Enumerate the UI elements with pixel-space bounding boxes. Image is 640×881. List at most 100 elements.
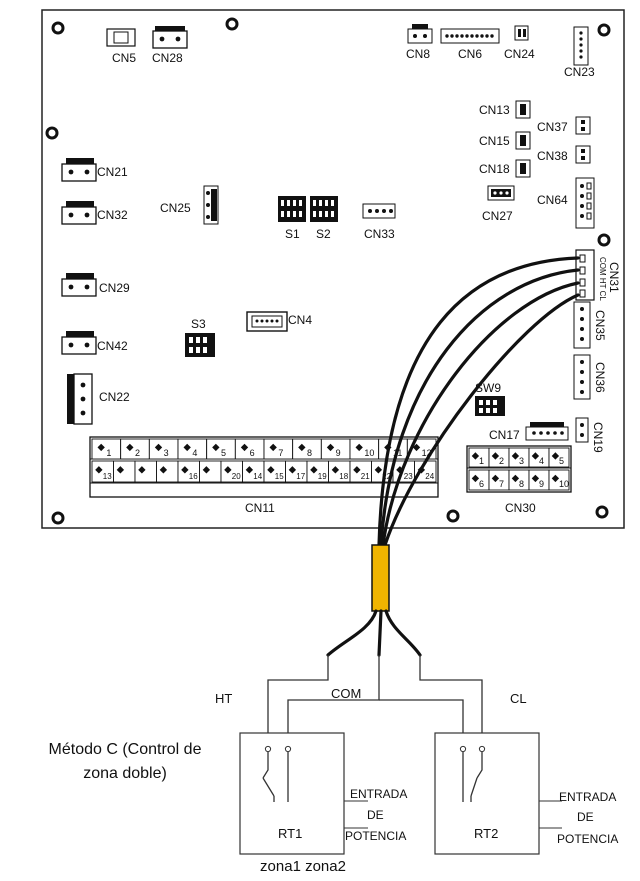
cn30-top-terminal: 2 [488, 447, 510, 468]
cn11-bottom-terminal [156, 460, 179, 483]
cn30-top-terminal: 4 [528, 447, 550, 468]
cn36-label: CN36 [593, 362, 607, 393]
cn28-label: CN28 [152, 51, 183, 65]
cn11-bottom-pin-label: 19 [318, 472, 327, 481]
cn22-label: CN22 [99, 390, 130, 404]
cn30-bottom-terminal: 10 [548, 469, 570, 491]
cn35-label: CN35 [593, 310, 607, 341]
switch-s1: S1 [278, 196, 306, 241]
cn11-top-terminal: 3 [148, 438, 179, 460]
rt1-power-line2: DE [367, 808, 384, 822]
cn11-bottom-pin-label: 20 [232, 472, 241, 481]
cn11-bottom-pin-label: 15 [275, 472, 284, 481]
method-caption-line1: Método C (Control de [48, 741, 202, 758]
thin-wires [267, 655, 483, 748]
zone-caption: zona1 zona2 [260, 858, 346, 875]
connector-cn27: CN27 [482, 185, 515, 223]
s1-label: S1 [285, 227, 300, 241]
cn11-bottom-terminal [134, 460, 157, 483]
connector-cn13: CN13 [479, 100, 531, 119]
connector-cn17: CN17 [489, 422, 569, 442]
cn11-bottom-pin-label: 24 [425, 472, 434, 481]
cn11-bottom-terminal: 16 [177, 460, 200, 483]
connector-cn22: CN22 [67, 373, 130, 425]
mounting-holes [45, 17, 611, 525]
cn11-top-terminal: 9 [320, 438, 351, 460]
switch-sw9: SW9 [475, 381, 505, 416]
s2-label: S2 [316, 227, 331, 241]
connector-cn37: CN37 [537, 116, 591, 135]
cn11-bottom-pin-label: 16 [189, 472, 198, 481]
cn11-top-pin-label: 4 [192, 448, 197, 458]
cn30-top-terminal: 3 [508, 447, 530, 468]
cn11-bottom-terminal: 20 [220, 460, 243, 483]
cn11-bottom-pin-label: 17 [296, 472, 305, 481]
cn11-top-terminal: 1 [91, 438, 122, 460]
cn11-bottom-terminal: 13 [91, 460, 114, 483]
cn11-bottom-terminal [199, 460, 222, 483]
cn30-top-pin-label: 2 [499, 456, 504, 466]
cn38-label: CN38 [537, 149, 568, 163]
cn31-pin-text: COM HT CL [598, 257, 607, 301]
connector-cn4: CN4 [246, 311, 312, 332]
com-label: COM [331, 686, 361, 701]
split-wires [326, 609, 422, 657]
cn30-bottom-terminal: 8 [508, 469, 530, 491]
cn11-bottom-terminal: 21 [349, 460, 372, 483]
cn30-bottom-terminal: 6 [468, 469, 490, 491]
connector-cn33: CN33 [362, 203, 396, 241]
cn11-bottom-terminal [113, 460, 136, 483]
connector-cn29: CN29 [61, 273, 130, 297]
cn30-top-pin-label: 4 [539, 456, 544, 466]
cn30-bottom-pin-label: 9 [539, 479, 544, 489]
cn11-top-pin-label: 10 [364, 448, 374, 458]
cn37-label: CN37 [537, 120, 568, 134]
connector-cn8: CN8 [406, 24, 433, 61]
cn30-label: CN30 [505, 501, 536, 515]
cn30-top-terminal: 5 [548, 447, 570, 468]
connector-cn6: CN6 [440, 28, 500, 61]
connector-cn21: CN21 [61, 158, 128, 182]
cn11-top-pin-label: 2 [135, 448, 140, 458]
connector-cn32: CN32 [61, 201, 128, 225]
cn11-top-pin-label: 1 [106, 448, 111, 458]
connector-cn19: CN19 [575, 417, 605, 453]
cn27-label: CN27 [482, 209, 513, 223]
cn11-bottom-terminal: 14 [242, 460, 265, 483]
connector-cn64: CN64 [537, 177, 595, 229]
cn11-top-pin-label: 6 [250, 448, 255, 458]
cn11-top-terminal: 2 [120, 438, 150, 460]
cn11-label: CN11 [245, 501, 275, 515]
thermostat-rt1: RT1 [239, 732, 368, 855]
cn11-top-terminal: 5 [206, 438, 236, 460]
connector-cn35: CN35 [573, 301, 607, 349]
cn6-label: CN6 [458, 47, 482, 61]
cn11-top-terminal: 4 [177, 438, 208, 460]
cn30-top-pin-label: 1 [479, 456, 484, 466]
cn30-top-pin-label: 5 [559, 456, 564, 466]
cable-wires [377, 256, 580, 547]
cn31-label: CN31 [607, 262, 621, 293]
cn8-label: CN8 [406, 47, 430, 61]
connector-cn24: CN24 [504, 25, 535, 61]
method-caption-line2: zona doble) [83, 765, 167, 782]
cn30-bottom-pin-label: 6 [479, 479, 484, 489]
cn11-top-pin-label: 8 [307, 448, 312, 458]
cn11-top-pin-label: 9 [336, 448, 341, 458]
cn11-bottom-pin-label: 13 [103, 472, 112, 481]
rt1-power-line3: POTENCIA [345, 829, 406, 843]
cn33-label: CN33 [364, 227, 395, 241]
s3-label: S3 [191, 317, 206, 331]
cn11-bottom-terminal: 15 [263, 460, 286, 483]
cable-sleeve [371, 544, 390, 612]
cn11-top-terminal: 8 [292, 438, 322, 460]
cl-label: CL [510, 691, 527, 706]
cn25-label: CN25 [160, 201, 191, 215]
cn11-bottom-terminal: 19 [306, 460, 329, 483]
cn11-top-terminal: 7 [263, 438, 294, 460]
